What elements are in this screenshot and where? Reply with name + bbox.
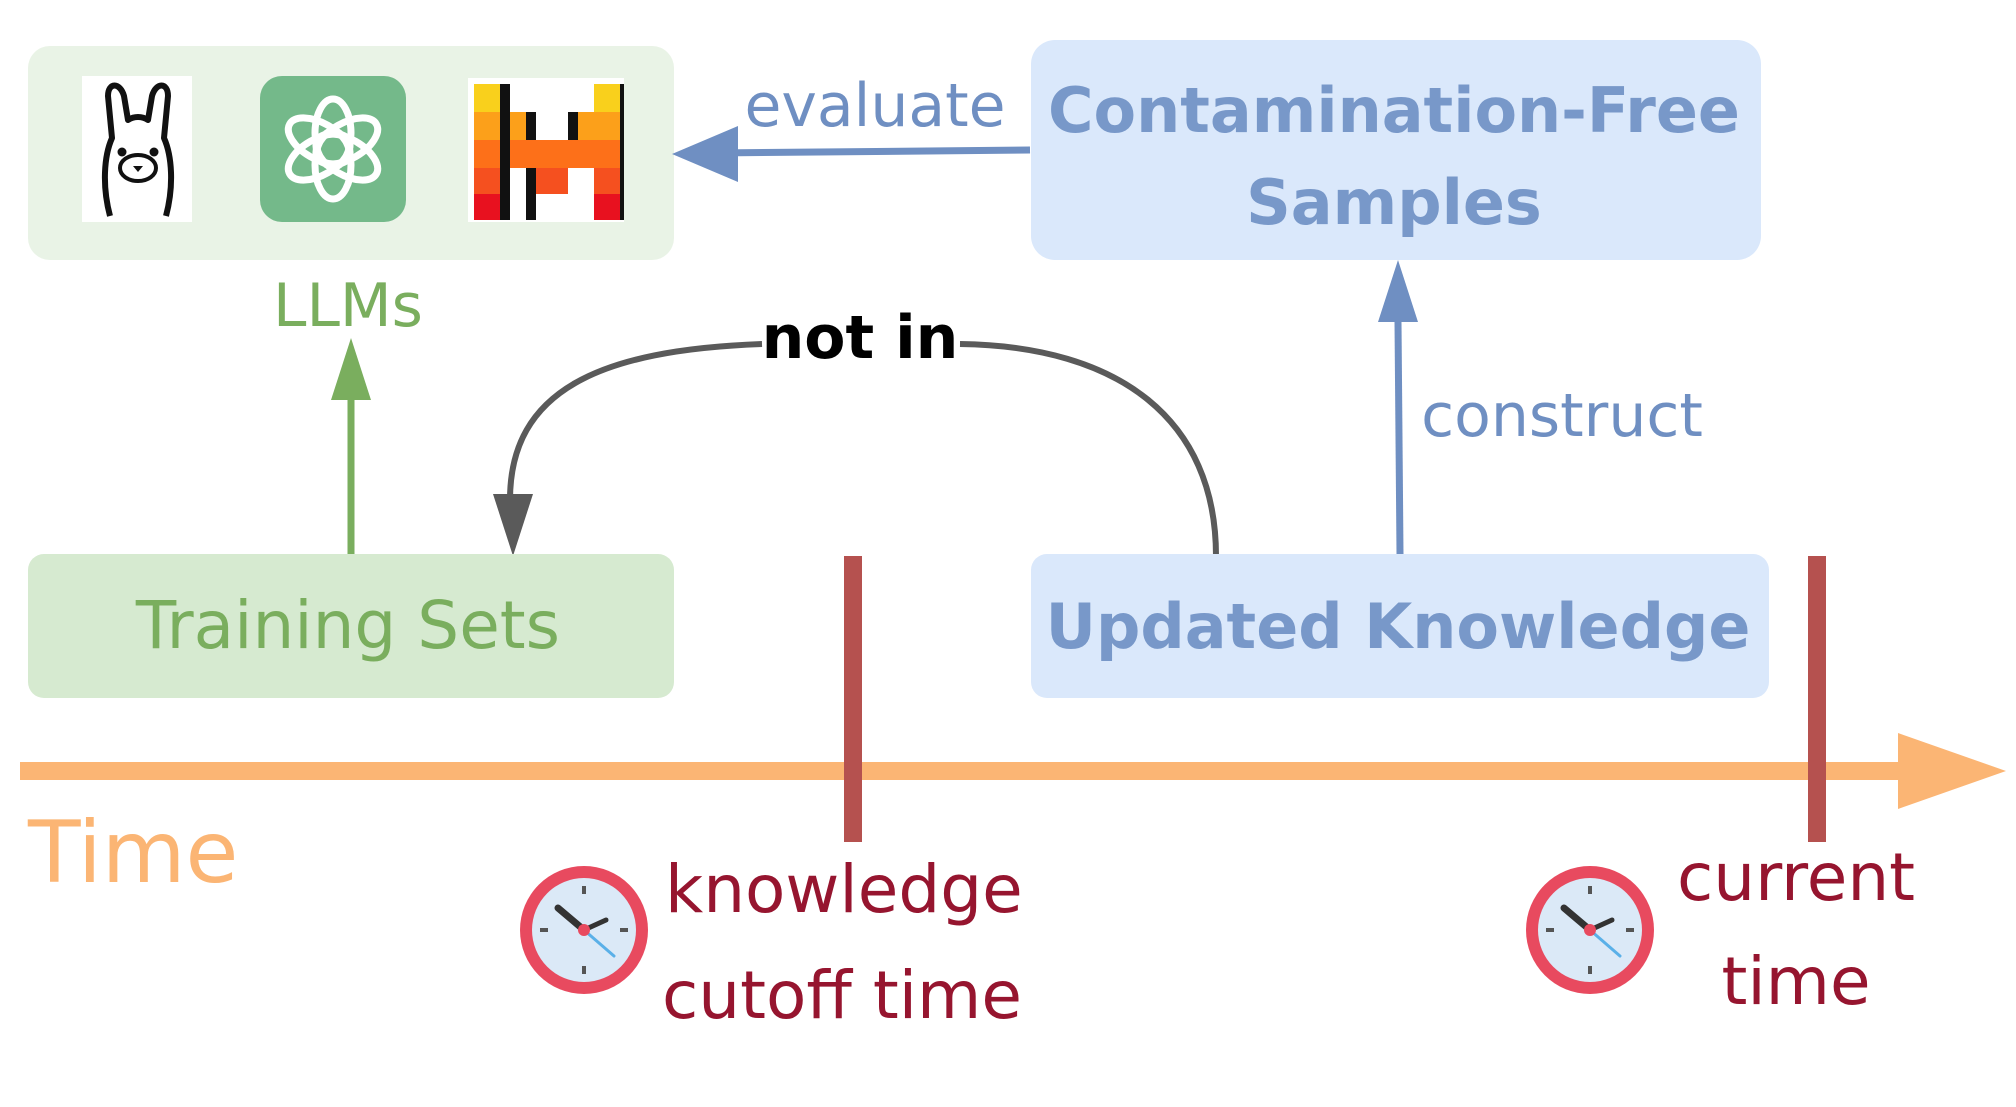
llms-label: LLMs xyxy=(273,271,423,341)
construct-arrow-line xyxy=(1394,321,1404,555)
evaluate-arrowhead xyxy=(672,126,738,182)
current-time-line2: time xyxy=(1721,943,1870,1020)
time-label: Time xyxy=(27,803,238,903)
timeline-arrowhead xyxy=(1898,733,2006,809)
construct-arrowhead xyxy=(1378,260,1418,322)
construct-label: construct xyxy=(1421,381,1703,451)
clock-icon xyxy=(520,866,648,994)
mistral-logo xyxy=(468,78,624,222)
training-to-llms-arrowhead xyxy=(331,338,371,400)
updated-knowledge-label: Updated Knowledge xyxy=(1046,590,1751,663)
knowledge-cutoff-line1: knowledge xyxy=(665,851,1023,928)
current-time-marker xyxy=(1808,556,1826,842)
current-time-line1: current xyxy=(1677,839,1915,916)
knowledge-cutoff-marker xyxy=(844,556,862,842)
evaluate-arrow-line xyxy=(711,146,1031,157)
training-sets-label: Training Sets xyxy=(135,587,560,664)
contamination-free-line1: Contamination-Free xyxy=(1048,74,1740,147)
not-in-arrowhead xyxy=(493,494,533,556)
timeline-bar xyxy=(20,762,1900,780)
training-sets-box xyxy=(28,554,674,698)
contamination-free-box xyxy=(1031,40,1761,260)
not-in-label: not in xyxy=(762,303,959,373)
openai-logo xyxy=(260,76,406,222)
knowledge-cutoff-line2: cutoff time xyxy=(662,957,1022,1034)
clock-icon xyxy=(1526,866,1654,994)
llama-logo xyxy=(82,76,192,222)
evaluate-label: evaluate xyxy=(744,71,1005,141)
updated-knowledge-box xyxy=(1031,554,1769,698)
contamination-free-line2: Samples xyxy=(1246,166,1542,239)
not-in-curve xyxy=(507,341,1219,557)
